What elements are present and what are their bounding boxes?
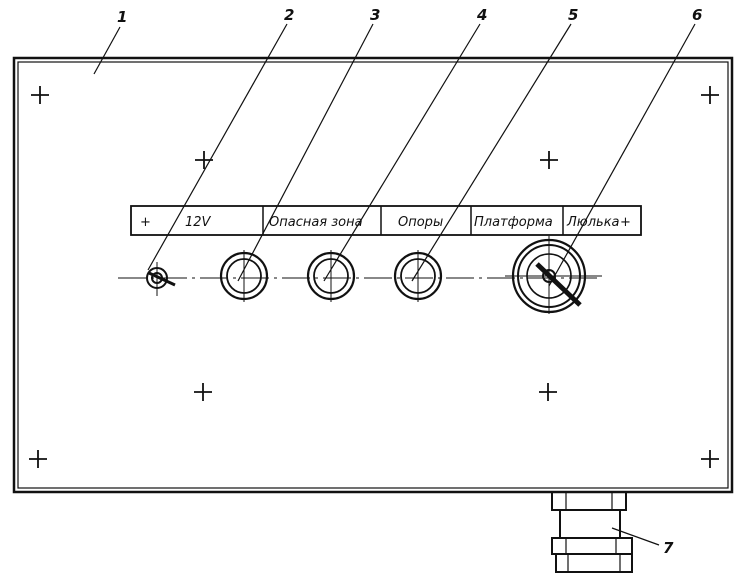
mounting-marks xyxy=(29,86,719,468)
strip-plus-right: + xyxy=(620,215,631,230)
callout-6: 6 xyxy=(692,6,702,24)
mount-mark-upper-right xyxy=(540,151,558,169)
strip-label-danger-zone: Опасная зона xyxy=(269,215,363,230)
corner-mark-bottom-left xyxy=(29,450,47,468)
callout-7: 7 xyxy=(663,539,674,557)
indicator-lamp-supports xyxy=(306,250,356,302)
strip-label-platform: Платформа xyxy=(474,215,553,230)
callout-4: 4 xyxy=(476,6,487,24)
panel-outer-border xyxy=(12,56,734,494)
cable-gland xyxy=(551,491,633,573)
leader-line-7 xyxy=(611,527,660,546)
callout-1: 1 xyxy=(117,8,127,26)
corner-mark-top-right xyxy=(701,86,719,104)
leader-lines xyxy=(93,23,696,546)
callout-3: 3 xyxy=(370,6,380,24)
leader-line-3 xyxy=(237,23,374,282)
leader-line-2 xyxy=(147,23,288,271)
indicator-lamp-platform xyxy=(393,250,443,302)
leader-line-6 xyxy=(548,23,696,287)
label-strip: + 12V Опасная зона Опоры Платформа Люльк… xyxy=(130,205,642,236)
leader-line-1 xyxy=(93,26,121,75)
leader-line-5 xyxy=(411,23,572,282)
strip-label-12v: 12V xyxy=(185,215,212,230)
corner-mark-top-left xyxy=(31,86,49,104)
mount-mark-lower-right xyxy=(539,383,557,401)
label-strip-frame xyxy=(130,205,642,236)
panel-inner-border xyxy=(17,61,729,489)
toggle-switch xyxy=(146,262,176,296)
mount-mark-lower-left xyxy=(194,383,212,401)
callout-2: 2 xyxy=(284,6,294,24)
leader-line-4 xyxy=(323,23,481,282)
strip-label-supports: Опоры xyxy=(398,215,443,230)
indicator-lamp-danger-zone xyxy=(219,250,269,302)
corner-mark-bottom-right xyxy=(701,450,719,468)
selector-switch xyxy=(505,236,602,314)
strip-plus-left: + xyxy=(140,215,151,230)
strip-label-cradle: Люлька xyxy=(566,215,620,230)
callout-5: 5 xyxy=(568,6,578,24)
